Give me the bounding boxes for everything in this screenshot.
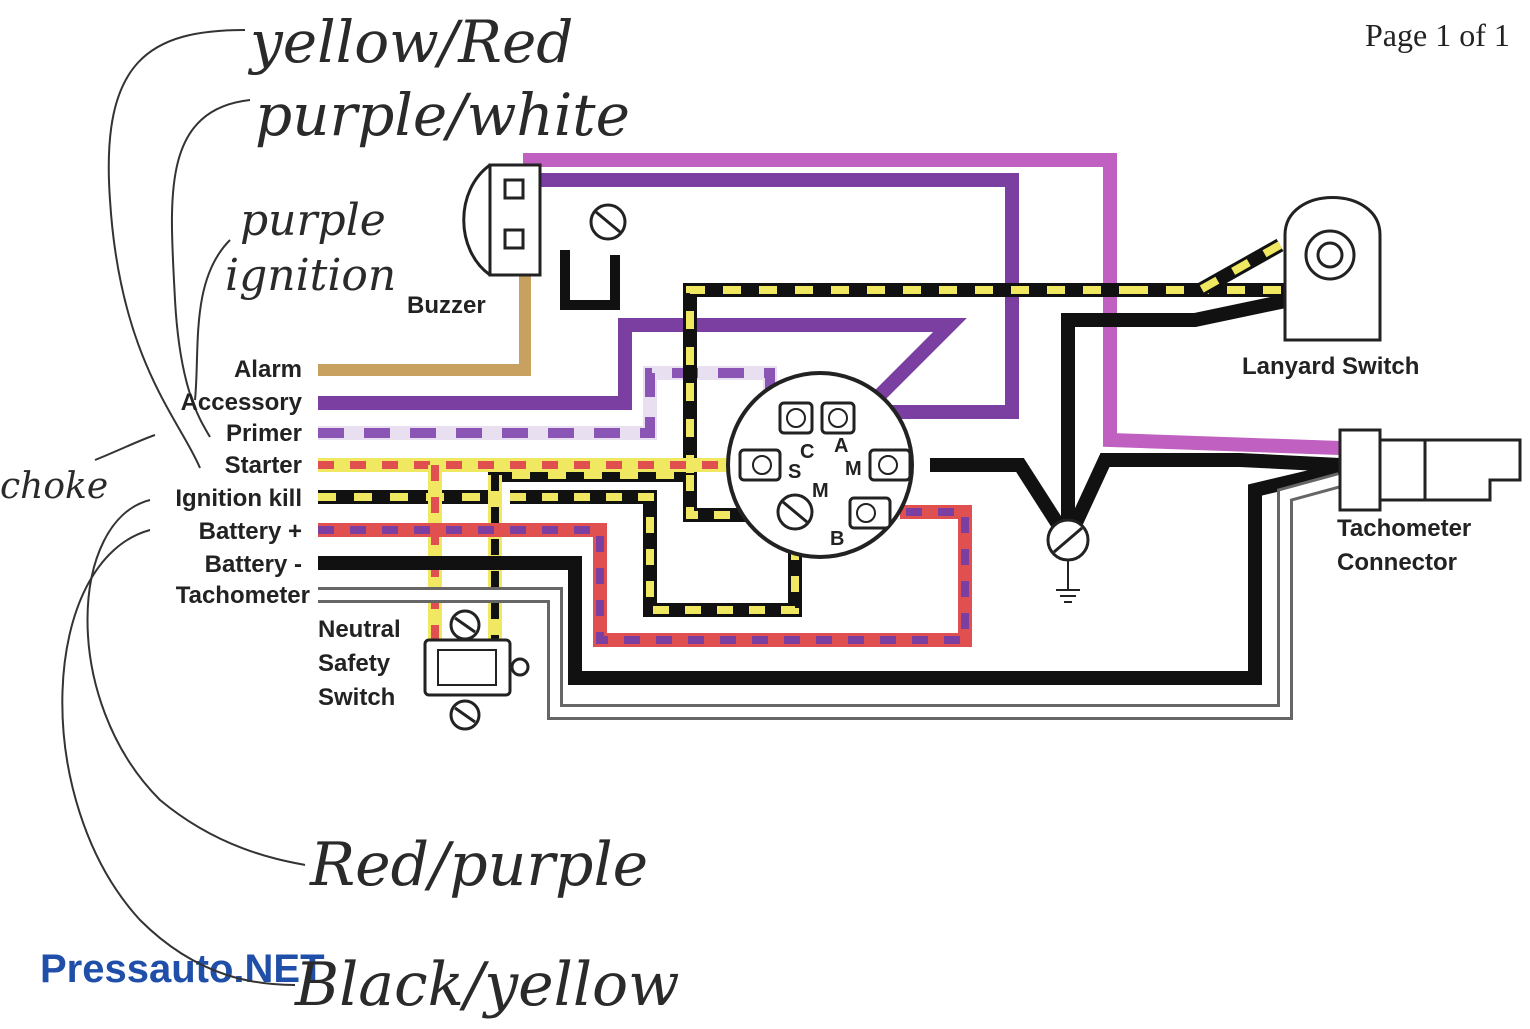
wire-kill-stripe [318,286,1290,501]
handwritten-leader-lines [61,29,306,986]
switch-pin-s: S [788,461,801,483]
neutral-label-2: Safety [318,650,391,677]
lanyard-switch [1283,196,1382,342]
handwritten-note-red-purple: Red/purple [309,830,648,900]
switch-pin-a: A [834,435,848,457]
wire-label-tachometer: Tachometer [176,582,310,609]
handwritten-note-choke: choke [0,466,108,507]
wire-label-accessory: Accessory [181,389,303,416]
tach-connector-label-2: Connector [1337,549,1457,576]
wire-primer-stripe [318,368,775,438]
tachometer-connector [1338,428,1522,512]
wire-tan-alarm [318,240,531,376]
neutral-label-3: Switch [318,684,395,711]
wire-battery-plus-stripe [318,508,969,644]
handwritten-note-yellow-red: yellow/Red [247,8,573,76]
buzzer-label: Buzzer [407,292,486,319]
lanyard-switch-label: Lanyard Switch [1242,353,1419,380]
wire-lanyard-black [1061,293,1292,540]
wire-label-ignition-kill: Ignition kill [175,485,302,512]
wire-lanyard-stripe-base [1130,238,1284,297]
wire-label-starter: Starter [225,452,302,479]
wire-label-battery-plus: Battery + [199,518,302,545]
wire-label-battery-minus: Battery - [205,551,302,578]
wire-label-alarm: Alarm [234,356,302,383]
neutral-label-1: Neutral [318,616,401,643]
buzzer [462,163,627,310]
switch-pin-m2: M [812,480,829,502]
wire-battery-minus [318,463,1342,685]
wire-bottom-loop-stripe [510,493,799,614]
wire-tach-white [318,475,1342,717]
wire-purple-accessory [318,318,967,410]
switch-pin-m1: M [845,458,862,480]
neutral-safety-switch [423,609,530,731]
switch-pin-c: C [800,441,814,463]
tach-connector-label-1: Tachometer [1337,515,1471,542]
handwritten-note-purple-white: purple/white [255,81,630,149]
page-label: Page 1 of 1 [1365,17,1510,53]
wire-ground [930,453,1341,555]
handwritten-note-purple: purple [240,195,386,246]
handwritten-note-black-yellow: Black/yellow [294,950,680,1020]
ground-symbol [1046,518,1090,603]
ignition-switch [726,371,914,559]
switch-pin-b: B [830,528,844,550]
handwritten-note-ignition: ignition [225,250,396,301]
wire-label-primer: Primer [226,420,302,447]
